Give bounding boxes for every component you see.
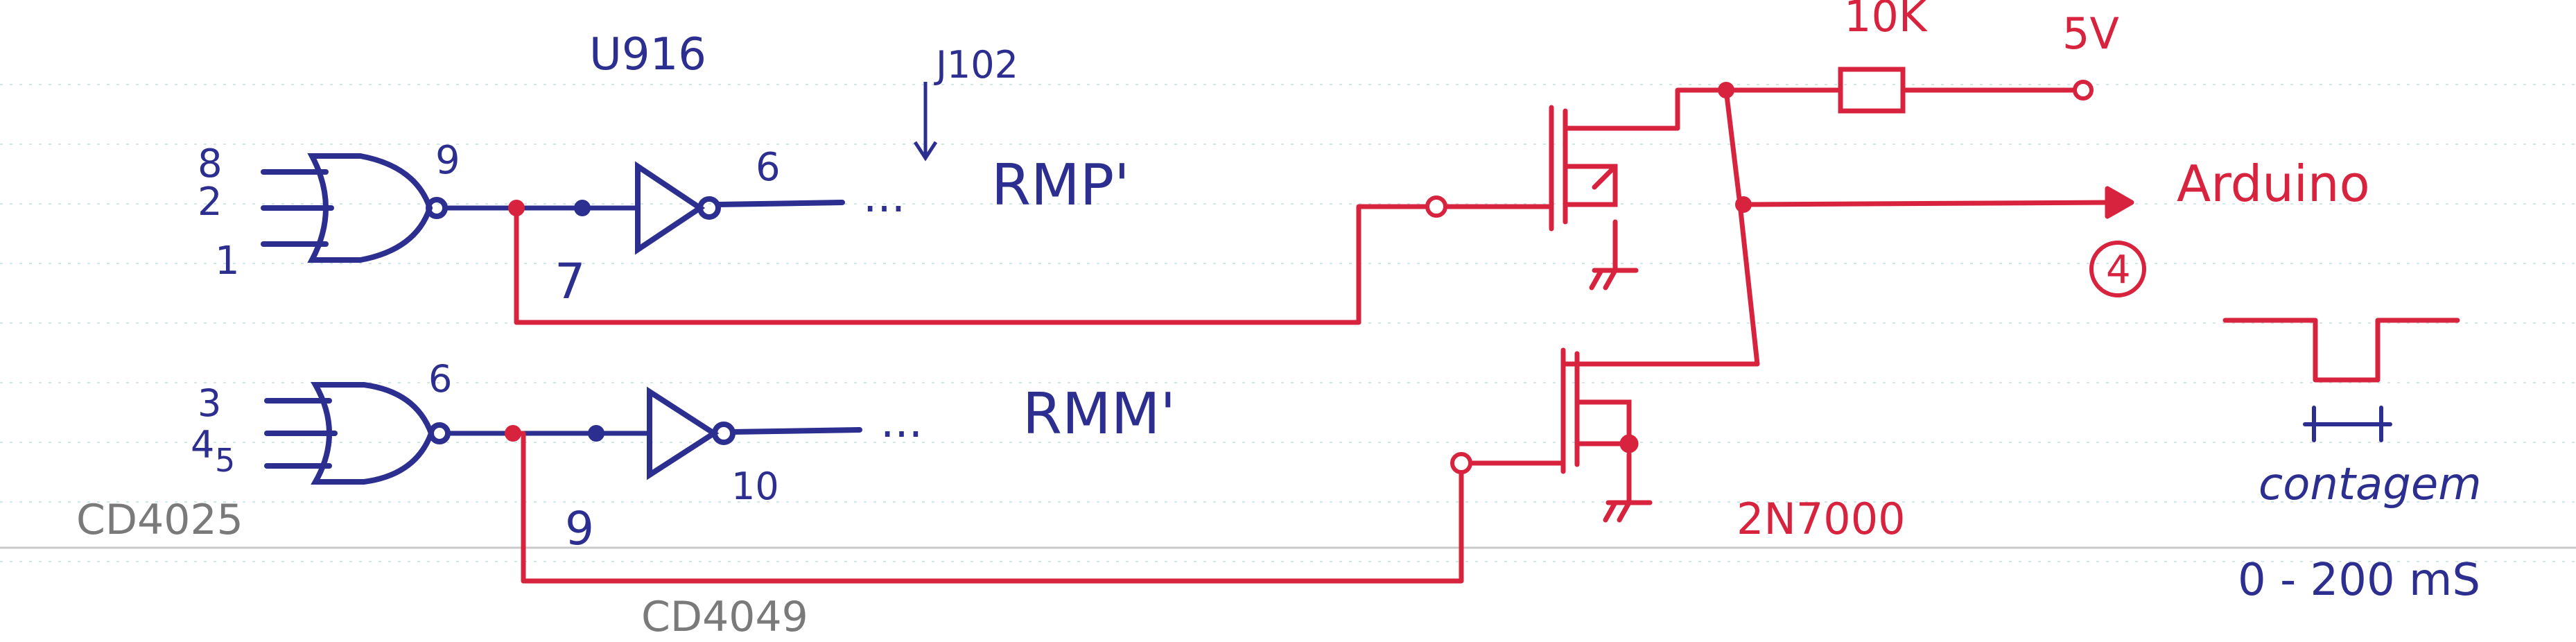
bottom-inverter bbox=[647, 386, 862, 480]
label-2n7000: 2N7000 bbox=[1737, 494, 1906, 544]
label-contagem: contagem bbox=[2259, 459, 2482, 510]
label-dots-top: ... bbox=[863, 171, 905, 223]
label-rmp: RMP' bbox=[991, 153, 1130, 218]
label-cd4049: CD4049 bbox=[641, 593, 808, 641]
pulse-waveform bbox=[2222, 318, 2460, 383]
label-arduino-pin: 4 bbox=[2106, 248, 2131, 293]
label-gate1-pin-9: 9 bbox=[435, 138, 460, 183]
label-gate1-pin-2: 2 bbox=[198, 180, 223, 225]
label-gate2-pin-4: 4 bbox=[191, 423, 214, 467]
supply-5v-terminal bbox=[2073, 80, 2094, 101]
bottom-red-junction bbox=[505, 425, 521, 442]
arduino-pin-circle bbox=[2089, 241, 2146, 297]
bottom-gate-node bbox=[1450, 452, 1472, 474]
label-inv2-pin-9: 9 bbox=[565, 502, 594, 555]
drain-junction-top bbox=[1718, 82, 1734, 98]
label-gate2-pin-6: 6 bbox=[428, 357, 452, 401]
label-inv2-pin-10: 10 bbox=[731, 465, 779, 508]
resistor-10k-symbol bbox=[1838, 67, 1906, 114]
label-gate1-pin-1: 1 bbox=[215, 238, 240, 284]
top-mosfet-symbol bbox=[1549, 105, 1639, 290]
label-5v: 5V bbox=[2062, 8, 2119, 59]
top-inverter bbox=[635, 161, 845, 255]
label-cd4025: CD4025 bbox=[76, 496, 243, 544]
label-rmm: RMM' bbox=[1022, 381, 1176, 447]
label-arduino: Arduino bbox=[2177, 155, 2370, 213]
label-gate1-pin-8: 8 bbox=[198, 141, 223, 186]
bottom-mosfet-symbol bbox=[1560, 347, 1653, 523]
label-dots-bottom: ... bbox=[880, 397, 923, 448]
label-j102: J102 bbox=[934, 43, 1018, 87]
top-j102-arrow bbox=[913, 82, 938, 162]
label-inv1-pin-6: 6 bbox=[756, 145, 781, 190]
label-time-range: 0 - 200 mS bbox=[2238, 555, 2480, 606]
top-gate-node bbox=[1425, 196, 1447, 218]
label-u916: U916 bbox=[589, 29, 706, 80]
label-gate2-pin-5: 5 bbox=[215, 442, 235, 479]
bottom-junction-dot bbox=[588, 425, 604, 442]
top-junction-dot bbox=[574, 200, 591, 216]
top-nor-gate bbox=[261, 153, 448, 263]
bottom-nor-gate bbox=[264, 382, 451, 485]
label-inv1-pin-7: 7 bbox=[555, 253, 586, 310]
output-junction bbox=[1735, 196, 1752, 213]
label-10k: 10K bbox=[1844, 0, 1928, 42]
label-gate2-pin-3: 3 bbox=[198, 381, 221, 425]
top-red-junction bbox=[508, 200, 525, 216]
timing-marker bbox=[2303, 406, 2392, 442]
